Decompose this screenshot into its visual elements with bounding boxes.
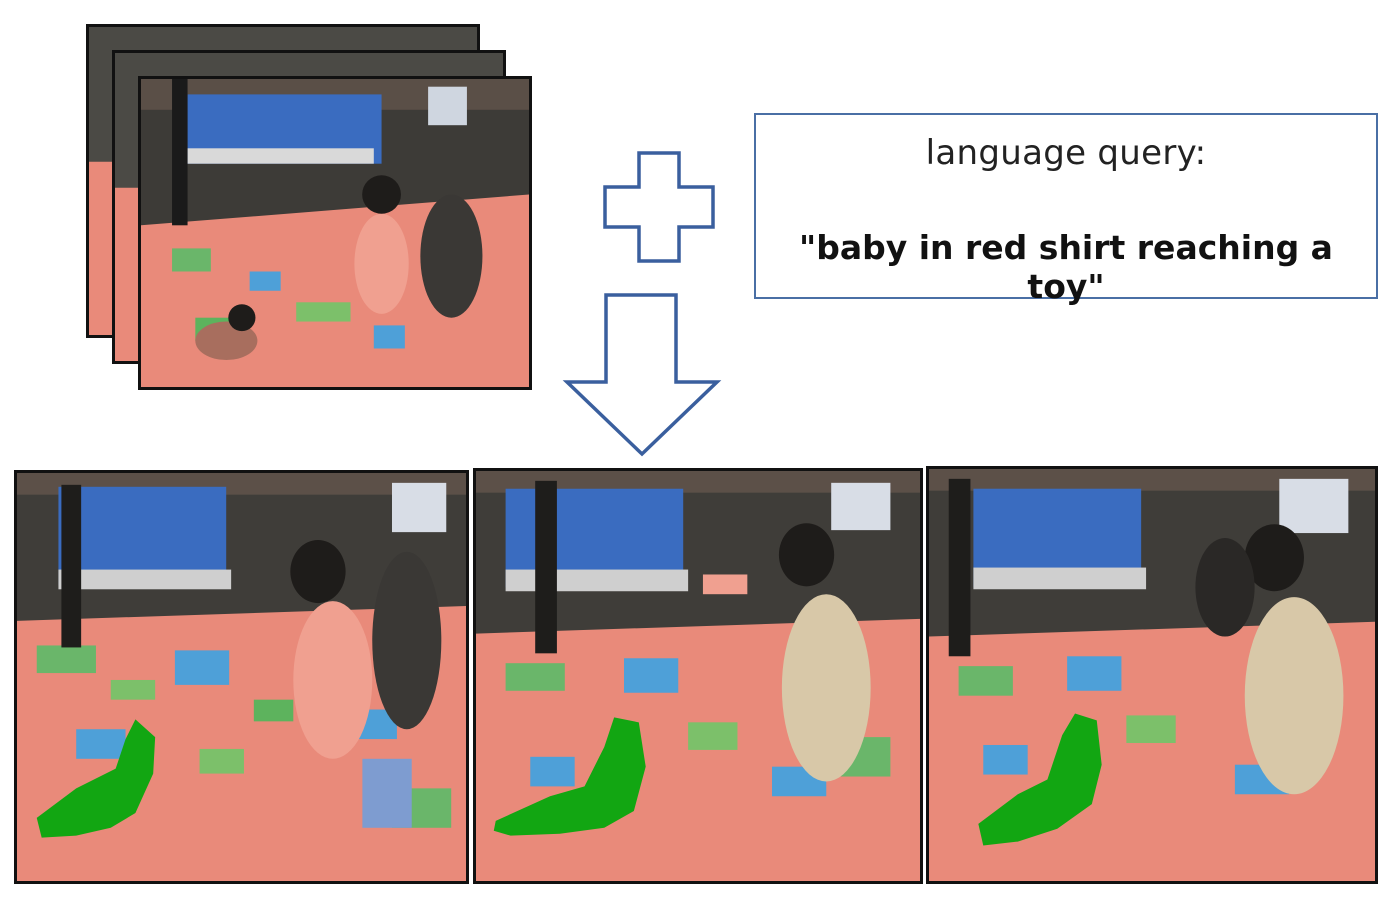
plus-icon [603,151,715,263]
video-frame-image [141,79,529,387]
language-query-box: language query: "baby in red shirt reach… [754,113,1378,306]
down-arrow-icon [562,293,722,457]
input-frame-front [138,76,532,390]
output-frame-2 [473,468,923,884]
segmented-frame-image [17,473,466,881]
query-label: language query: [925,133,1207,173]
segmented-frame-image [476,471,920,881]
output-frame-3 [926,466,1378,884]
query-text: "baby in red shirt reaching a toy" [799,228,1333,306]
output-frame-1 [14,470,469,884]
segmented-frame-image [929,469,1375,881]
